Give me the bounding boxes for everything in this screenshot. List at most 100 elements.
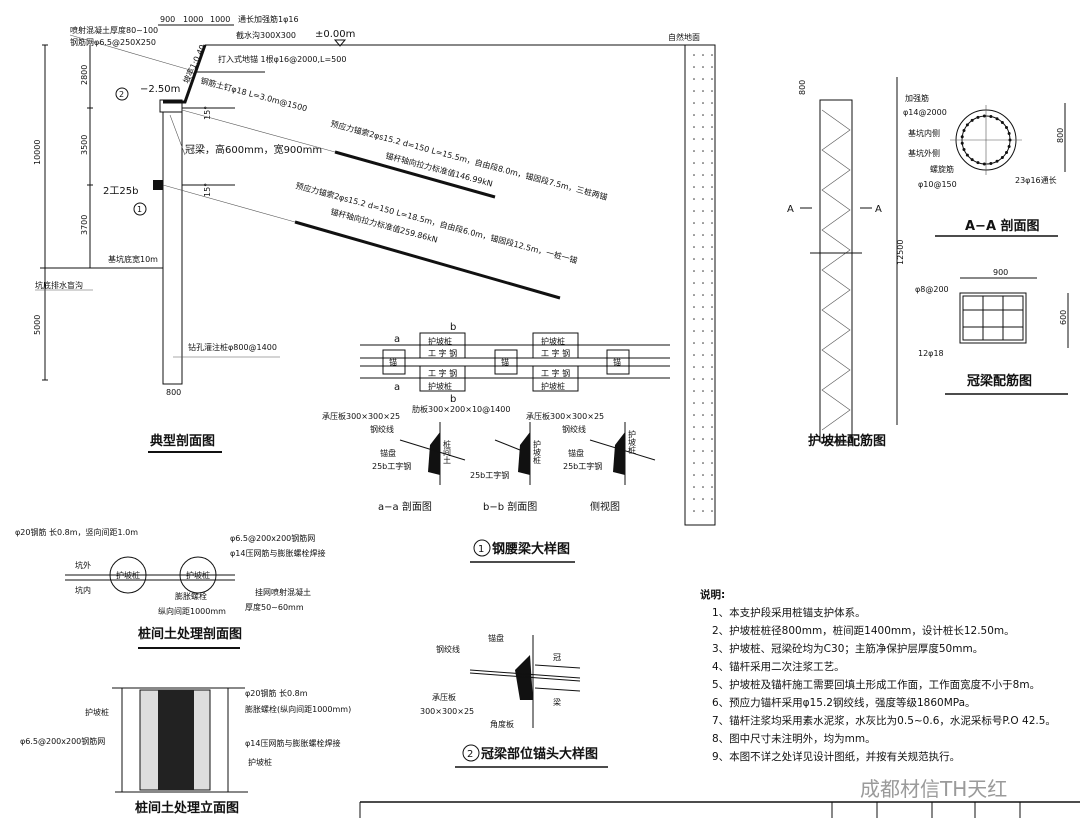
hatch-dot bbox=[702, 438, 704, 440]
note-item: 9、本图不详之处详见设计图纸，并按有关规范执行。 bbox=[712, 750, 960, 763]
outer-label: 基坑外侧 bbox=[908, 148, 940, 158]
hatch-dot bbox=[702, 330, 704, 332]
hatch-dot bbox=[711, 66, 713, 68]
between-section-title: 桩间土处理剖面图 bbox=[138, 626, 242, 642]
pile-label: 护坡桩 bbox=[116, 570, 140, 580]
beam-label: 冠 bbox=[553, 653, 561, 662]
hatch-dot bbox=[702, 378, 704, 380]
anchor-mark: 锚 bbox=[389, 357, 397, 367]
hatch-dot bbox=[693, 402, 695, 404]
title-block bbox=[359, 801, 1080, 818]
pile-elevation bbox=[819, 99, 853, 443]
hatch-dot bbox=[702, 390, 704, 392]
rib-plate-label: 肋板300×200×10@1400 bbox=[412, 404, 510, 414]
rebar-dot bbox=[995, 159, 999, 163]
hatch-dot bbox=[711, 78, 713, 80]
angle-label: 15° bbox=[203, 106, 212, 120]
sec-aa-title: a−a 剖面图 bbox=[378, 500, 432, 513]
hatch-dot bbox=[693, 258, 695, 260]
pile-label: 护坡桩 bbox=[533, 439, 542, 465]
hatch-dot bbox=[711, 198, 713, 200]
hatch-dot bbox=[693, 486, 695, 488]
hatch-dot bbox=[711, 450, 713, 452]
hatch-dot bbox=[711, 438, 713, 440]
hatch-dot bbox=[711, 342, 713, 344]
natural-ground-label: 自然地面 bbox=[668, 32, 700, 42]
inside-label: 坑内 bbox=[75, 585, 91, 595]
hatch-dot bbox=[711, 114, 713, 116]
disc-label: 锚盘 bbox=[380, 448, 396, 458]
hatch-dot bbox=[693, 150, 695, 152]
watermark: 成都材信TH天红 bbox=[860, 777, 1007, 801]
between-elev-title: 桩间土处理立面图 bbox=[135, 800, 239, 816]
hatch-dot bbox=[711, 246, 713, 248]
note-item: 3、护坡桩、冠梁砼均为C30；主筋净保护层厚度50mm。 bbox=[712, 642, 983, 655]
crown-rebar-title: 冠梁配筋图 bbox=[967, 373, 1032, 389]
hatch-dot bbox=[711, 90, 713, 92]
hatch-dot bbox=[693, 414, 695, 416]
shotcrete-label: 喷射混凝土厚度80~100 bbox=[70, 25, 158, 35]
note-item: 2、护坡桩桩径800mm，桩间距1400mm，设计桩长12.50m。 bbox=[712, 624, 1015, 637]
ditch-label: 截水沟300X300 bbox=[236, 30, 296, 40]
notes: 说明: 1、本支护段采用桩锚支护体系。2、护坡桩桩径800mm，桩间距1400m… bbox=[700, 588, 1056, 763]
rebar-dot bbox=[995, 117, 999, 121]
hatch-dot bbox=[693, 246, 695, 248]
hatch-dot bbox=[711, 486, 713, 488]
mesh-label: 钢筋网φ6.5@250X250 bbox=[70, 37, 156, 47]
rebar-dot bbox=[1000, 120, 1004, 124]
hatch-dot bbox=[711, 498, 713, 500]
hatch-dot bbox=[702, 414, 704, 416]
hatch-dot bbox=[702, 174, 704, 176]
hatch-dot bbox=[693, 426, 695, 428]
rebar-dot bbox=[1000, 156, 1004, 160]
anchor2-spec: 预应力锚索2φs15.2 d=150 L=18.5m，自由段6.0m，锚固段12… bbox=[294, 180, 578, 265]
hatch-dot bbox=[711, 162, 713, 164]
hatch-dot bbox=[702, 198, 704, 200]
plate-spec: 300×300×25 bbox=[420, 707, 474, 716]
spiral-label: 螺旋筋 bbox=[930, 164, 954, 174]
typical-section: 10000 2800 3500 3700 5000 900 1000 1000 … bbox=[33, 14, 700, 453]
hatch-dot bbox=[693, 234, 695, 236]
hatch-dot bbox=[702, 366, 704, 368]
rebar-dot bbox=[1005, 150, 1009, 154]
crown-beam-label: 冠梁，高600mm，宽900mm bbox=[185, 143, 322, 156]
pile-length: 12500 bbox=[896, 240, 905, 265]
bolt-label: 膨胀螺栓(纵向间距1000mm) bbox=[245, 704, 351, 714]
bearing-plate-label: 承压板300×300×25 bbox=[322, 411, 400, 421]
detail-number: 2 bbox=[467, 749, 473, 760]
main-bar-label: 23φ16通长 bbox=[1015, 175, 1057, 185]
mesh-label: φ6.5@200x200钢筋网 bbox=[20, 736, 105, 746]
rebar-dot bbox=[970, 158, 974, 162]
rebar-dot bbox=[976, 115, 980, 119]
hatch-dot bbox=[702, 510, 704, 512]
pile-rebar: 800 12500 A A 护坡桩配筋图 bbox=[787, 77, 905, 449]
hatch-dot bbox=[702, 150, 704, 152]
pile-label: 护坡桩 bbox=[628, 429, 637, 455]
spiral-spec: φ10@150 bbox=[918, 180, 957, 189]
width-label: 900 bbox=[993, 268, 1008, 277]
pile-label: 护坡桩 bbox=[428, 336, 452, 346]
hatch-dot bbox=[702, 486, 704, 488]
hatch-dot bbox=[693, 102, 695, 104]
rebar-dot bbox=[989, 161, 993, 165]
angle-plate-label: 角度板 bbox=[490, 719, 514, 729]
hatch-dot bbox=[693, 450, 695, 452]
drain-label: 坑底排水盲沟 bbox=[35, 280, 83, 290]
angle-label: 15° bbox=[203, 183, 212, 197]
hatch-dot bbox=[702, 162, 704, 164]
hatch-dot bbox=[702, 66, 704, 68]
note-item: 1、本支护段采用桩锚支护体系。 bbox=[712, 606, 866, 619]
hatch-dot bbox=[693, 306, 695, 308]
hatch-dot bbox=[693, 390, 695, 392]
marker-label: 2 bbox=[119, 90, 124, 99]
hatch-dot bbox=[711, 210, 713, 212]
hatch-dot bbox=[702, 450, 704, 452]
hatch-dot bbox=[702, 186, 704, 188]
pile bbox=[162, 111, 183, 385]
typical-section-title: 典型剖面图 bbox=[150, 433, 215, 449]
rebar-dot bbox=[1005, 126, 1009, 130]
hatch-dot bbox=[711, 126, 713, 128]
hatch-dot bbox=[702, 54, 704, 56]
anchor-mark: 锚 bbox=[613, 357, 621, 367]
